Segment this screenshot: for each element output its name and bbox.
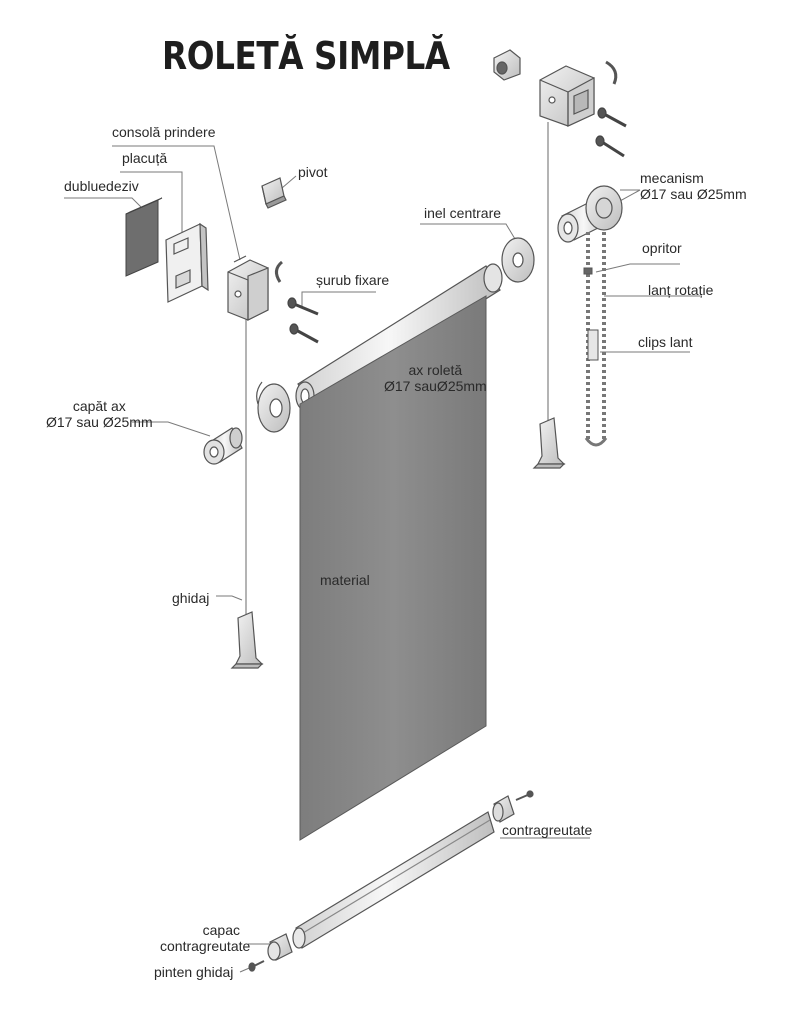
label-clips-lant: clips lant xyxy=(638,334,693,350)
label-inel-centrare: inel centrare xyxy=(424,205,502,221)
rotation-chain xyxy=(583,232,608,447)
leader-placuta xyxy=(120,171,183,238)
leader-opritor xyxy=(595,263,680,273)
leader-lines xyxy=(64,145,700,973)
leader-surub-fixare xyxy=(301,291,376,308)
label-contragreutate: contragreutate xyxy=(502,822,593,838)
label-mecanism: mecanism Ø17 sau Ø25mm xyxy=(640,170,747,202)
label-surub-fixare: șurub fixare xyxy=(316,272,390,288)
label-capat-ax-dimension: Ø17 sau Ø25mm xyxy=(46,414,153,430)
left-clip-part xyxy=(275,260,284,283)
leader-dubluedeziv xyxy=(64,197,143,209)
left-centering-ring xyxy=(256,381,291,433)
label-ghidaj: ghidaj xyxy=(172,590,210,606)
label-ax-roleta-name: ax roletă xyxy=(408,362,463,378)
label-capac-line2: contragreutate xyxy=(160,938,251,954)
diagram-title: ROLETĂ SIMPLĂ xyxy=(162,34,450,78)
leader-capat-ax xyxy=(132,421,211,437)
label-opritor: opritor xyxy=(642,240,682,256)
left-screws xyxy=(287,297,319,344)
shaft-end-cap-part xyxy=(203,427,243,465)
label-dubluedeziv: dubluedeziv xyxy=(64,178,139,194)
label-mecanism-dimension: Ø17 sau Ø25mm xyxy=(640,186,747,202)
counterweight-cap-left xyxy=(248,933,293,972)
label-pivot: pivot xyxy=(298,164,328,180)
leader-ghidaj xyxy=(216,595,243,601)
label-placuta: placuță xyxy=(122,150,168,166)
label-capat-ax: capăt ax Ø17 sau Ø25mm xyxy=(46,398,153,430)
double-adhesive-part xyxy=(125,197,163,277)
right-screws xyxy=(595,107,627,158)
right-clip-part xyxy=(605,60,618,85)
counterweight-bar-part xyxy=(292,811,495,949)
label-ax-roleta: ax roletă Ø17 sauØ25mm xyxy=(384,362,487,394)
guide-cords xyxy=(245,122,549,618)
mounting-plate-part xyxy=(165,222,209,303)
left-guide-foot xyxy=(230,611,264,669)
leader-pivot xyxy=(281,175,297,189)
material-panel xyxy=(299,295,487,841)
label-material: material xyxy=(320,572,370,588)
label-capac-line1: capac xyxy=(202,922,240,938)
leader-inel-centrare xyxy=(420,223,519,245)
top-cap-part xyxy=(493,49,521,81)
leader-consola-prindere xyxy=(112,145,241,261)
label-capat-ax-name: capăt ax xyxy=(72,398,126,414)
right-bracket-part xyxy=(539,65,595,127)
mechanism-part xyxy=(557,185,623,243)
right-centering-ring xyxy=(501,237,535,283)
label-lant-rotatie: lanț rotație xyxy=(648,282,714,298)
right-guide-foot xyxy=(532,417,566,469)
pivot-part xyxy=(261,177,287,209)
counterweight-cap-right xyxy=(492,790,534,823)
label-pinten-ghidaj: pinten ghidaj xyxy=(154,964,234,980)
label-capac-contragreutate: capac contragreutate xyxy=(160,922,250,954)
label-ax-roleta-dimension: Ø17 sauØ25mm xyxy=(384,378,487,394)
label-mecanism-name: mecanism xyxy=(640,170,704,186)
label-consola-prindere: consolă prindere xyxy=(112,124,216,140)
left-bracket-part xyxy=(227,255,269,321)
